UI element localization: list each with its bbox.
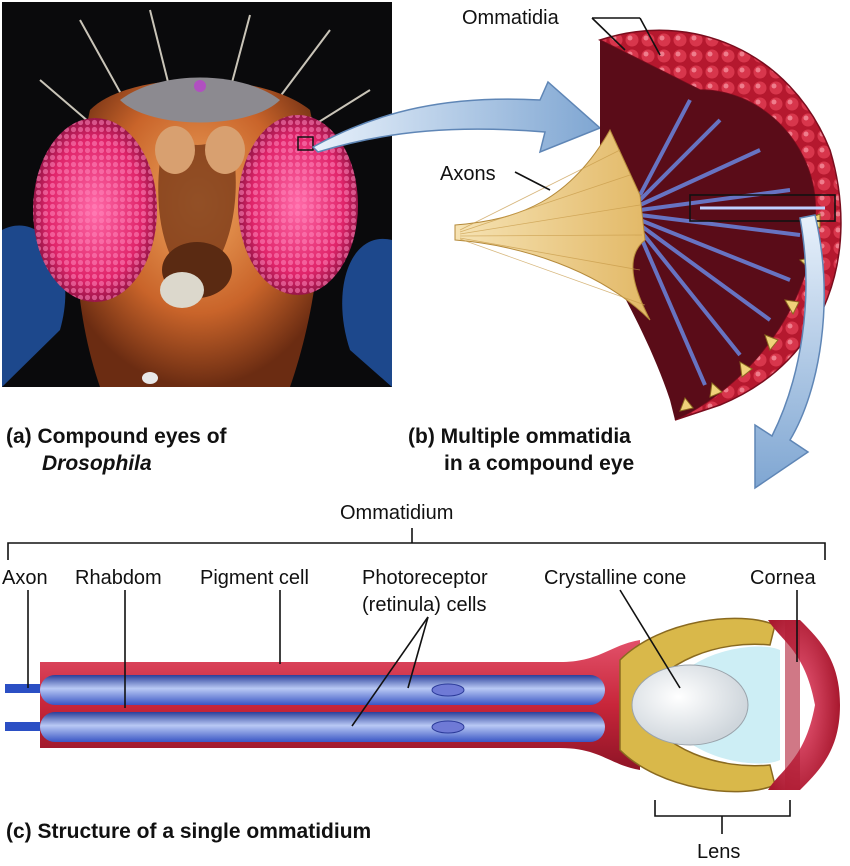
pigment-cell-label: Pigment cell xyxy=(200,567,309,589)
axons-label: Axons xyxy=(440,163,496,185)
panel-a-caption-line2: Drosophila xyxy=(42,452,152,475)
ommatidia-leader-2 xyxy=(639,17,661,56)
lens-bracket xyxy=(654,800,791,817)
ommatidium-label: Ommatidium xyxy=(340,502,453,524)
selection-box xyxy=(297,136,314,151)
fly-photo xyxy=(2,2,392,387)
lens-label: Lens xyxy=(697,841,740,863)
selected-ommatidium-box xyxy=(689,194,836,222)
rhabdom-label: Rhabdom xyxy=(75,567,162,589)
arrow-b-to-c xyxy=(754,214,825,490)
compound-eye-drawing xyxy=(454,29,842,421)
photoreceptor-label-line1: Photoreceptor xyxy=(362,567,488,589)
photoreceptor-leader-1 xyxy=(407,616,429,689)
ommatidium-bracket xyxy=(7,542,826,560)
axons-leader xyxy=(514,171,551,191)
crystalline-cone-label: Crystalline cone xyxy=(544,567,686,589)
ommatidia-label: Ommatidia xyxy=(462,7,560,29)
crystalline-cone-leader xyxy=(619,589,681,689)
axon-label: Axon xyxy=(2,567,48,589)
single-ommatidium-drawing xyxy=(5,617,840,793)
panel-b-caption-line1: (b) Multiple ommatidia xyxy=(408,425,631,448)
panel-c-caption: (c) Structure of a single ommatidium xyxy=(6,820,371,843)
photoreceptor-label-line2: (retinula) cells xyxy=(362,594,486,616)
panel-b-caption-line2: in a compound eye xyxy=(444,452,634,475)
photoreceptor-leader-2 xyxy=(351,616,429,727)
ommatidia-leader-3 xyxy=(591,17,626,51)
cornea-label: Cornea xyxy=(750,567,816,589)
panel-a-caption-line1: (a) Compound eyes of xyxy=(6,425,228,448)
arrow-a-to-b xyxy=(311,80,602,154)
